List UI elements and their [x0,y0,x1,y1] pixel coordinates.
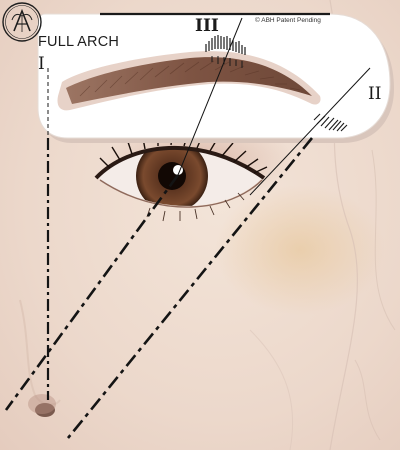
guide-label-1: I [38,54,45,74]
guide-line-III [4,174,180,411]
guide-lines [4,17,371,439]
guide-label-2: II [368,84,382,104]
guide-line-II-solid [249,67,371,196]
abh-crest-icon [2,2,42,42]
upper-lid-line [94,145,266,180]
skin-vein [249,329,294,450]
stencil-title: FULL ARCH [38,34,120,50]
guide-line-II [66,137,314,439]
eye-highlight [173,165,183,175]
brow-hair-strokes [79,60,301,97]
skin-vein [354,359,381,441]
brow-stencil-card [37,12,394,143]
lower-lid-line [99,179,263,208]
cheek-highlight [215,185,385,315]
guide-label-3: III [195,16,219,36]
brow-hair [66,57,312,104]
lower-lashes [146,192,245,222]
tick-marks-arch-lower [211,56,243,68]
nostril [35,403,55,417]
patent-notice: © ABH Patent Pending [255,17,321,24]
nose-contour [19,299,61,406]
nostril-shadow [28,394,56,414]
skin-vein [371,149,396,331]
guide-line-III-solid [177,17,243,176]
